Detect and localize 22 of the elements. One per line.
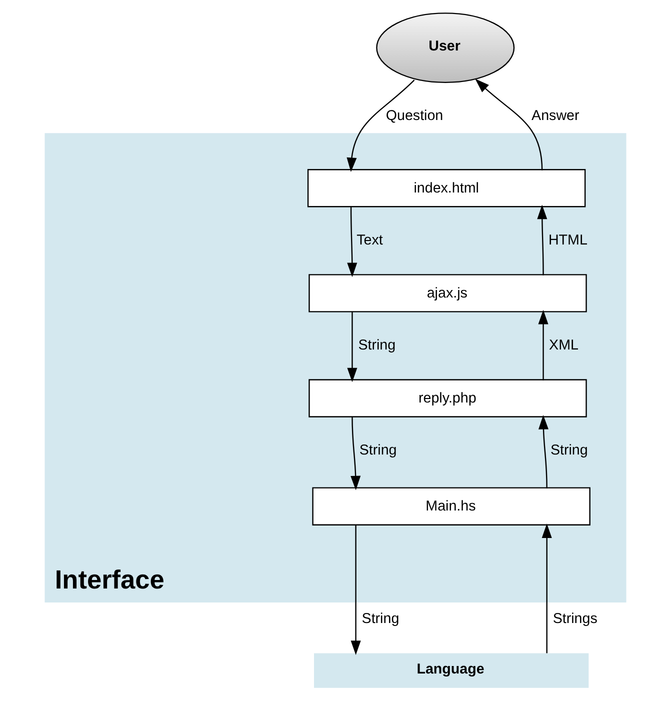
edge-label: String — [358, 337, 396, 354]
edge-label: XML — [548, 337, 578, 354]
arrow — [536, 204, 547, 276]
edge-label: String — [361, 610, 399, 627]
arrow — [350, 525, 360, 656]
arrow — [346, 312, 357, 382]
arrow — [346, 206, 357, 278]
edge-label: Question — [385, 108, 443, 124]
edge-label: Strings — [552, 610, 597, 627]
edge-label: Text — [356, 232, 382, 248]
edge-label: String — [550, 442, 588, 459]
node-box: Language — [314, 653, 588, 688]
node-ellipse: User — [376, 12, 514, 84]
arrow — [538, 414, 548, 488]
arrow — [541, 524, 552, 654]
arrow — [474, 78, 542, 170]
arrow — [346, 80, 414, 172]
edge-label: HTML — [548, 232, 587, 248]
arrow — [538, 310, 548, 380]
edge-label: String — [358, 442, 396, 459]
edge-label: Answer — [531, 108, 579, 124]
arrow — [350, 416, 360, 490]
